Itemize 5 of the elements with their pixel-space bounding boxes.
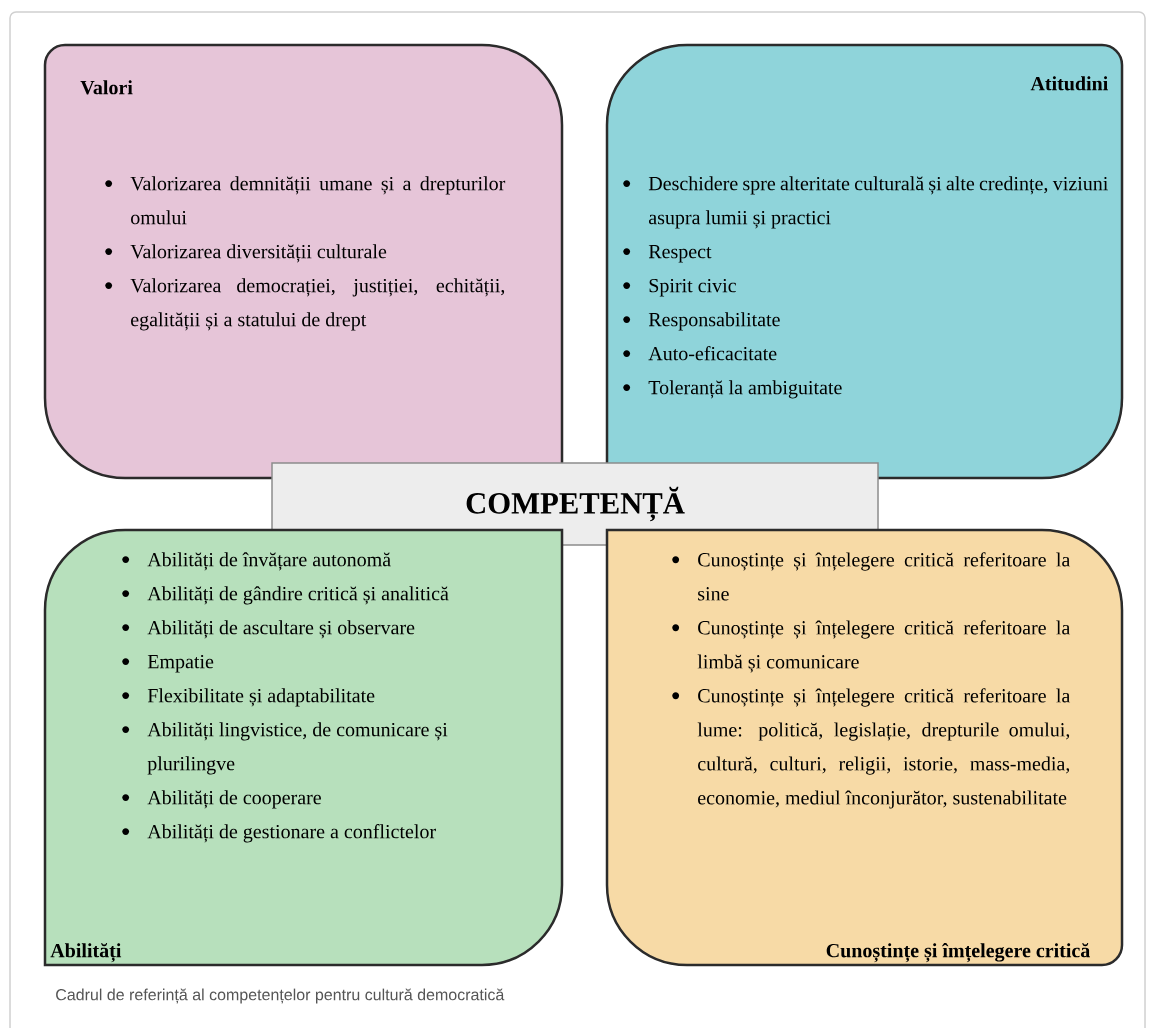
quadrant-card: Valori Valorizarea demnității umane și a drepturilor omului Valorizarea diversității culturale Valorizarea democrației, justiției, echității, egalității și a statului de drept bbox=[43, 43, 564, 480]
quadrant-card: Cunoștințe și înțelegere critică referitoare la sine Cunoștințe și înțelegere critică referitoare la limbă și comunicare Cunoștințe și înțelegere critică referitoare la lume: politică, legislație, drepturile omului, cultură, culturi, religii, istorie, mass-media, economie, mediul înconjurător, sustenabilitate Cunoștințe și îmțelegere critică bbox=[605, 528, 1124, 967]
quadrant-card: Atitudini Deschidere spre alteritate culturală și alte credințe, viziuni asupra lumii și practici Respect Spirit civic Responsabilitate Auto-eficacitate Toleranță la ambiguitate bbox=[605, 43, 1124, 480]
caption: Cadrul de referință al competențelor pentru cultură democratică bbox=[56, 988, 505, 1004]
quadrant-card: Abilități de învățare autonomă Abilități de gândire critică și analitică Abilități de ascultare și observare Empatie Flexibilitate și adaptabilitate Abilități lingvistice, de comunicare și plurilingve Abilități de cooperare Abilități de gestionare a conflictelor Abilități bbox=[43, 528, 564, 967]
